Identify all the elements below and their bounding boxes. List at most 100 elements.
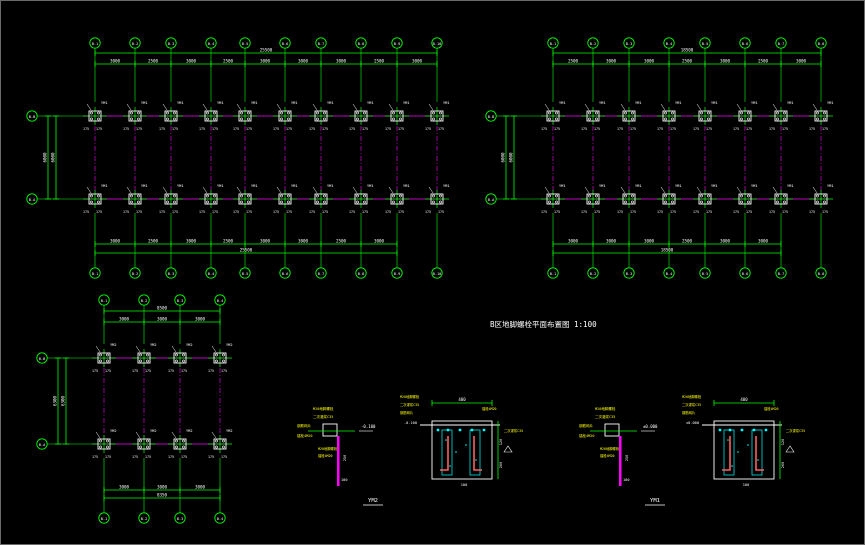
column-bottom-bolt (783, 194, 786, 198)
column-top-bolt (747, 111, 750, 115)
column-bottom-plate (622, 193, 636, 205)
column-bottom-bolt (280, 200, 283, 204)
column-top-bolt (555, 117, 558, 121)
note-bolt: M20地脚螺栓 (318, 446, 338, 451)
top-dims-label: 2500 (568, 59, 579, 64)
column-top-bolt (399, 117, 402, 121)
column-bottom-label: YM1 (101, 184, 108, 188)
top-dims-label: 3000 (157, 317, 168, 322)
column-bottom-bolt (206, 194, 209, 198)
column-bottom-bolt (588, 200, 591, 204)
column-bottom-bolt (240, 194, 243, 198)
column-top-dim-b: 175 (594, 127, 600, 131)
axis-bubble-top-B-7 (775, 37, 787, 49)
column-top-dim-a: 175 (273, 127, 279, 131)
column-top-bolt (175, 353, 178, 357)
bottom-dims-label: 3000 (110, 239, 121, 244)
axis-bubble-bottom-B-5 (699, 267, 711, 279)
column-top-label: YM2 (186, 343, 193, 347)
column-bottom-dim-a: 175 (617, 210, 623, 214)
column-bottom-bolt (97, 194, 100, 198)
column-top-bolt (206, 117, 209, 121)
column-top-plate (213, 352, 227, 364)
column-bottom-bolt (392, 194, 395, 198)
column-bottom-dim-b: 175 (670, 210, 676, 214)
axis-bubble-bottom-B-2 (587, 267, 599, 279)
column-bottom-dim-b: 175 (398, 210, 404, 214)
axis-bubble-top-B-3-label: B-3 (177, 299, 184, 303)
column-bottom-bolt (137, 194, 140, 198)
column-bottom-bolt (222, 439, 225, 443)
column-top-bolt (783, 117, 786, 121)
bottom-dims-label: 3000 (374, 239, 385, 244)
column-bottom-leader (660, 186, 666, 194)
rebar-dot (764, 428, 768, 432)
rebar-cage-right (469, 429, 481, 476)
axis-bubble-top-B-1-label: B-1 (92, 42, 99, 46)
column-top-bolt (363, 117, 366, 121)
column-bottom-leader (812, 186, 818, 194)
axis-bubble-top-B-1 (547, 37, 559, 49)
column-top-plate (622, 110, 636, 122)
column-top-bolt (700, 117, 703, 121)
axis-bubble-bottom-B-7-label: B-7 (778, 272, 785, 276)
axis-bubble-top-B-6 (279, 37, 291, 49)
section-note-0: M20地脚螺栓 (400, 394, 420, 399)
column-bottom-dim-a: 175 (349, 210, 355, 214)
axis-bubble-top-B-7 (315, 37, 327, 49)
column-top-leader (86, 103, 92, 111)
column-bottom-label: YM1 (559, 184, 566, 188)
column-top-leader (126, 103, 132, 111)
column-top-bolt (624, 111, 627, 115)
axis-bubble-top-B-8-label: B-8 (358, 42, 365, 46)
bottom-dims-label: 3000 (568, 239, 579, 244)
side-dim-label-a: 120 (499, 439, 503, 446)
rebar-dot (740, 428, 744, 432)
column-bottom-leader (772, 186, 778, 194)
column-top-bolt (707, 117, 710, 121)
column-top-bolt (392, 111, 395, 115)
column-bottom-dim-a: 175 (168, 455, 174, 459)
embed-dim-label: 250 (343, 455, 347, 462)
column-bottom-bolt (595, 194, 598, 198)
column-top-plate (430, 110, 444, 122)
column-bottom-dim-b: 175 (181, 455, 187, 459)
column-bottom-dim-a: 175 (809, 210, 815, 214)
axis-bubble-bottom-B-2 (138, 512, 150, 524)
column-bottom-bolt (816, 200, 819, 204)
side-dim-label: 6300 (53, 395, 58, 406)
column-bottom-bolt (740, 200, 743, 204)
column-top-bolt (671, 111, 674, 115)
column-top-bolt (776, 117, 779, 121)
column-bottom-label: YM1 (141, 184, 148, 188)
column-bottom-bolt (240, 200, 243, 204)
column-top-bolt (823, 117, 826, 121)
column-bottom-bolt (783, 200, 786, 204)
column-top-bolt (548, 111, 551, 115)
column-bottom-bolt (146, 445, 149, 449)
column-bottom-bolt (823, 200, 826, 204)
concrete-dot (455, 451, 457, 453)
column-bottom-dim-b: 175 (136, 210, 142, 214)
bottom-dims-label: 3000 (720, 239, 731, 244)
column-bottom-bolt (356, 194, 359, 198)
column-top-bolt (588, 117, 591, 121)
column-bottom-leader (86, 186, 92, 194)
axis-bubble-top-B-8 (815, 37, 827, 49)
column-bottom-dim-a: 175 (83, 210, 89, 214)
axis-bubble-bottom-B-3-label: B-3 (168, 272, 175, 276)
section-note-3: 锚栓4M20 (482, 406, 497, 411)
column-top-bolt (146, 359, 149, 363)
section-outline (431, 420, 493, 480)
column-bottom-bolt (700, 200, 703, 204)
note-1: 二次灌浆C35 (313, 414, 333, 419)
column-top-dim-b: 175 (96, 127, 102, 131)
axis-bubble-top-B-2-label: B-2 (141, 299, 148, 303)
column-top-bolt (240, 111, 243, 115)
axis-bubble-bottom-B-4 (214, 512, 226, 524)
column-top-bolt (548, 117, 551, 121)
column-top-bolt (740, 117, 743, 121)
rebar-dot (718, 428, 722, 432)
column-bottom-plate (662, 193, 676, 205)
column-bottom-bolt (106, 445, 109, 449)
